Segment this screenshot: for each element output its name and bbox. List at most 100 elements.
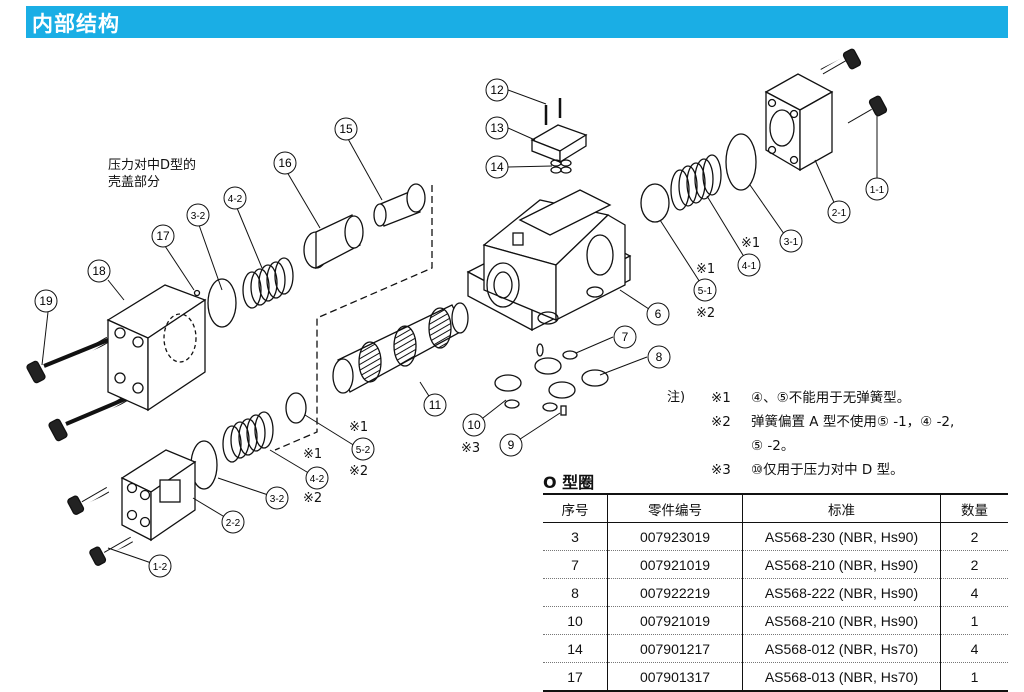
svg-text:3-2: 3-2 xyxy=(270,494,285,505)
mark-10: ※3 xyxy=(461,441,481,456)
note-3-text: ⑩仅用于压力对中 D 型。 xyxy=(751,462,904,478)
callout-19: 19 xyxy=(34,289,58,313)
svg-text:9: 9 xyxy=(508,438,515,452)
svg-text:12: 12 xyxy=(490,83,504,97)
callout-1-2: 1-2 xyxy=(148,554,172,578)
svg-text:17: 17 xyxy=(156,229,170,243)
mark-5-2: ※1 xyxy=(349,420,369,435)
valve-body-6 xyxy=(466,189,632,332)
callout-16: 16 xyxy=(273,151,297,175)
cell-part-no: 007921019 xyxy=(607,606,743,635)
mark-4-2: ※1 xyxy=(303,447,323,462)
cell-part-no: 007901317 xyxy=(607,662,743,692)
cell-standard: AS568-012 (NBR, Hs70) xyxy=(742,634,941,663)
svg-text:3-1: 3-1 xyxy=(784,237,799,248)
cell-qty: 4 xyxy=(940,634,1008,663)
svg-text:10: 10 xyxy=(467,418,481,432)
svg-text:2-2: 2-2 xyxy=(226,518,241,529)
cell-qty: 1 xyxy=(940,662,1008,692)
table-row: 3 007923019 AS568-230 (NBR, Hs90) 2 xyxy=(543,522,1008,551)
oring-table-title: O 型圈 xyxy=(543,473,595,492)
note-3: ※3 ⑩仅用于压力对中 D 型。 xyxy=(711,458,904,478)
o-ring-3-2-upper xyxy=(207,278,237,328)
note-1-mark: ※1 xyxy=(711,390,731,406)
svg-text:4-2: 4-2 xyxy=(310,474,325,485)
svg-text:11: 11 xyxy=(429,398,442,412)
callout-18: 18 xyxy=(87,259,111,283)
callout-3-2-lower: 3-2 xyxy=(265,486,289,510)
svg-text:7: 7 xyxy=(622,330,629,344)
table-row: 10 007921019 AS568-210 (NBR, Hs90) 1 xyxy=(543,606,1008,635)
spool-11 xyxy=(332,302,469,394)
cell-seq: 3 xyxy=(543,522,608,551)
callout-4-2-lower: 4-2 xyxy=(305,466,329,490)
diagram-caption-line2: 壳盖部分 xyxy=(108,175,161,190)
callout-17: 17 xyxy=(151,224,175,248)
header-part-no: 零件编号 xyxy=(607,493,743,523)
o-ring-10 xyxy=(504,399,520,409)
svg-text:4-2: 4-2 xyxy=(228,194,243,205)
header-seq: 序号 xyxy=(543,493,608,523)
cell-seq: 7 xyxy=(543,550,608,579)
mark-4-1: ※1 xyxy=(741,236,761,251)
callout-5-1: 5-1 xyxy=(693,278,717,302)
o-ring-5-2 xyxy=(285,392,307,424)
callout-9: 9 xyxy=(499,433,523,457)
plug-9 xyxy=(542,402,567,416)
note-2-mark: ※2 xyxy=(711,414,731,430)
cell-part-no: 007901217 xyxy=(607,634,743,663)
cover-2-1 xyxy=(764,73,834,172)
callout-2-2: 2-2 xyxy=(221,510,245,534)
cell-seq: 8 xyxy=(543,578,608,607)
svg-text:14: 14 xyxy=(490,160,504,174)
cover-2-2 xyxy=(120,449,197,542)
callout-4-1: 4-1 xyxy=(737,253,761,277)
mark-5-1: ※1 xyxy=(696,262,716,277)
mark-5-2-b: ※2 xyxy=(349,464,369,479)
callout-6: 6 xyxy=(646,302,670,326)
bolts-1-1 xyxy=(820,48,888,127)
oring-table: 序号 零件编号 标准 数量 3 007923019 AS568-230 (NBR… xyxy=(543,493,1008,692)
block-13 xyxy=(530,124,588,164)
diagram-caption-line1: 压力对中D型的 xyxy=(108,158,197,173)
note-2-text: 弹簧偏置 A 型不使用⑤ -1，④ -2, xyxy=(751,414,955,430)
exploded-assembly-diagram: 19 18 17 3-2 4-2 16 15 12 13 14 1-1 2-1 … xyxy=(26,48,889,578)
note-2-cont-text: ⑤ -2。 xyxy=(751,438,795,454)
cell-standard: AS568-013 (NBR, Hs70) xyxy=(742,662,941,692)
svg-text:5-2: 5-2 xyxy=(356,445,371,456)
screws-12 xyxy=(544,98,562,125)
callout-group: 19 18 17 3-2 4-2 16 15 12 13 14 1-1 2-1 … xyxy=(34,78,889,578)
cell-qty: 2 xyxy=(940,522,1008,551)
note-2-cont: ⑤ -2。 xyxy=(711,434,794,454)
o-rings-14 xyxy=(550,159,572,174)
bolt-1-2-lower xyxy=(89,536,134,566)
svg-text:16: 16 xyxy=(278,156,292,170)
table-row: 8 007922219 AS568-222 (NBR, Hs90) 4 xyxy=(543,578,1008,607)
cell-standard: AS568-210 (NBR, Hs90) xyxy=(742,606,941,635)
callout-8: 8 xyxy=(647,345,671,369)
table-row: 17 007901317 AS568-013 (NBR, Hs70) 1 xyxy=(543,662,1008,692)
header-standard: 标准 xyxy=(742,493,941,523)
svg-text:13: 13 xyxy=(490,121,504,135)
plug-15 xyxy=(373,183,426,227)
o-rings-8 xyxy=(494,357,609,399)
cell-seq: 17 xyxy=(543,662,608,692)
callout-14: 14 xyxy=(485,155,509,179)
callout-1-1: 1-1 xyxy=(865,177,889,201)
svg-text:4-1: 4-1 xyxy=(742,261,757,272)
callout-15: 15 xyxy=(334,117,358,141)
svg-text:19: 19 xyxy=(39,294,53,308)
cover-18 xyxy=(106,284,207,412)
callout-5-2: 5-2 xyxy=(351,437,375,461)
o-ring-3-1 xyxy=(725,133,757,191)
callout-3-1: 3-1 xyxy=(779,229,803,253)
cell-part-no: 007921019 xyxy=(607,550,743,579)
piston-16 xyxy=(303,214,364,270)
svg-text:8: 8 xyxy=(656,350,663,364)
cell-seq: 14 xyxy=(543,634,608,663)
cell-qty: 4 xyxy=(940,578,1008,607)
svg-text:1-1: 1-1 xyxy=(870,185,885,196)
note-3-mark: ※3 xyxy=(711,462,731,478)
cell-standard: AS568-210 (NBR, Hs90) xyxy=(742,550,941,579)
